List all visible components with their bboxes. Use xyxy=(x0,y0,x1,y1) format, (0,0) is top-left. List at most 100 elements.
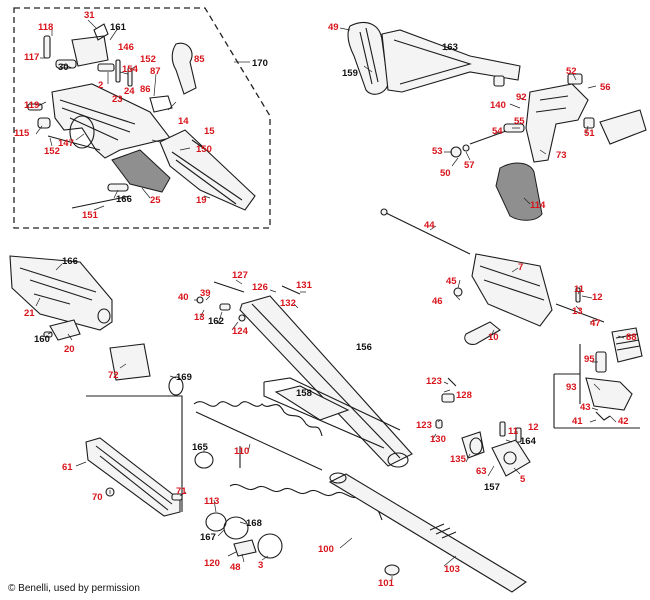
label-54: 54 xyxy=(492,126,503,137)
label-46: 46 xyxy=(432,296,443,307)
label-45: 45 xyxy=(446,276,457,287)
bolt-head xyxy=(585,377,633,411)
label-147: 147 xyxy=(58,138,74,149)
label-40: 40 xyxy=(178,292,189,303)
label-152-top: 152 xyxy=(140,54,156,65)
label-11-bottom: 11 xyxy=(508,426,519,437)
label-118: 118 xyxy=(38,22,53,33)
label-115: 115 xyxy=(14,128,30,139)
label-151: 151 xyxy=(82,210,99,221)
forearm-cap-72 xyxy=(109,343,151,381)
label-123-bottom: 123 xyxy=(416,420,432,431)
label-165: 165 xyxy=(192,442,209,453)
label-61: 61 xyxy=(62,462,73,473)
label-3: 3 xyxy=(258,560,263,571)
link-rod xyxy=(383,211,471,255)
label-88: 88 xyxy=(626,332,637,343)
stock-assembly xyxy=(339,22,647,221)
label-5: 5 xyxy=(520,474,526,485)
label-49: 49 xyxy=(328,22,339,33)
label-95: 95 xyxy=(584,354,595,365)
label-123-top: 123 xyxy=(426,376,442,387)
hammer-85 xyxy=(171,42,197,95)
trigger-guard-plate xyxy=(159,129,256,211)
label-21: 21 xyxy=(24,308,35,319)
label-100: 100 xyxy=(318,544,334,555)
label-164: 164 xyxy=(520,436,537,447)
label-23: 23 xyxy=(112,94,123,105)
forend-spring-group xyxy=(75,395,383,563)
label-92: 92 xyxy=(516,92,527,103)
receiver-shell-group xyxy=(9,255,184,396)
label-119: 119 xyxy=(24,100,39,111)
part-labels: 118 31 161 146 117 30 152 2 154 87 85 17… xyxy=(14,10,637,589)
folding-stock xyxy=(381,29,521,93)
label-152-bottom: 152 xyxy=(44,146,60,157)
label-70: 70 xyxy=(92,492,103,503)
label-128: 128 xyxy=(456,390,472,401)
barrel xyxy=(328,472,528,593)
label-124: 124 xyxy=(232,326,249,337)
label-7: 7 xyxy=(518,262,523,273)
label-51: 51 xyxy=(584,128,595,139)
label-167: 167 xyxy=(200,532,216,543)
label-20: 20 xyxy=(64,344,75,355)
label-117: 117 xyxy=(24,52,39,63)
label-85: 85 xyxy=(194,54,205,65)
label-19: 19 xyxy=(196,195,207,206)
label-127: 127 xyxy=(232,270,248,281)
pistol-grip-frame xyxy=(525,83,589,163)
label-31: 31 xyxy=(84,10,95,21)
label-159: 159 xyxy=(342,68,358,79)
label-12-bottom: 12 xyxy=(528,422,539,433)
gas-piston-157 xyxy=(491,439,531,477)
label-63: 63 xyxy=(476,466,487,477)
copyright-notice: © Benelli, used by permission xyxy=(8,583,140,594)
trigger-group-dashed-border xyxy=(13,7,271,229)
label-101: 101 xyxy=(378,578,395,589)
label-14: 14 xyxy=(178,116,189,127)
forend-tip xyxy=(599,109,647,145)
label-170: 170 xyxy=(252,58,268,69)
label-52: 52 xyxy=(566,66,577,77)
label-41: 41 xyxy=(572,416,583,427)
label-71: 71 xyxy=(176,486,187,497)
label-57: 57 xyxy=(464,160,475,171)
label-72: 72 xyxy=(108,370,119,381)
label-120: 120 xyxy=(204,558,220,569)
label-39: 39 xyxy=(200,288,211,299)
label-50: 50 xyxy=(440,168,451,179)
label-113: 113 xyxy=(204,496,219,507)
label-13-left: 13 xyxy=(194,312,205,323)
label-156: 156 xyxy=(356,342,372,353)
label-160: 160 xyxy=(34,334,50,345)
trigger-group-assembly xyxy=(13,7,271,229)
label-140: 140 xyxy=(490,100,506,111)
label-55: 55 xyxy=(514,116,525,127)
label-158: 158 xyxy=(296,388,312,399)
pistol-grip xyxy=(495,162,543,221)
label-110: 110 xyxy=(234,446,249,457)
label-43: 43 xyxy=(580,402,591,413)
label-154: 154 xyxy=(122,64,139,75)
label-150: 150 xyxy=(196,144,212,155)
label-13-right: 13 xyxy=(572,306,583,317)
label-15: 15 xyxy=(204,126,215,137)
label-87: 87 xyxy=(150,66,161,77)
label-157: 157 xyxy=(484,482,500,493)
trigger-housing xyxy=(51,83,171,159)
label-44: 44 xyxy=(424,220,435,231)
label-30: 30 xyxy=(58,62,69,73)
label-163: 163 xyxy=(442,42,458,53)
barrel-tube xyxy=(328,473,528,593)
label-126: 126 xyxy=(252,282,268,293)
label-86: 86 xyxy=(140,84,151,95)
label-161: 161 xyxy=(110,22,127,33)
label-24: 24 xyxy=(124,86,135,97)
label-166-left: 166 xyxy=(62,256,78,267)
label-53: 53 xyxy=(432,146,443,157)
label-11-top: 11 xyxy=(574,284,585,295)
label-12-top: 12 xyxy=(592,292,603,303)
label-168: 168 xyxy=(246,518,262,529)
barrel-group xyxy=(194,279,531,477)
